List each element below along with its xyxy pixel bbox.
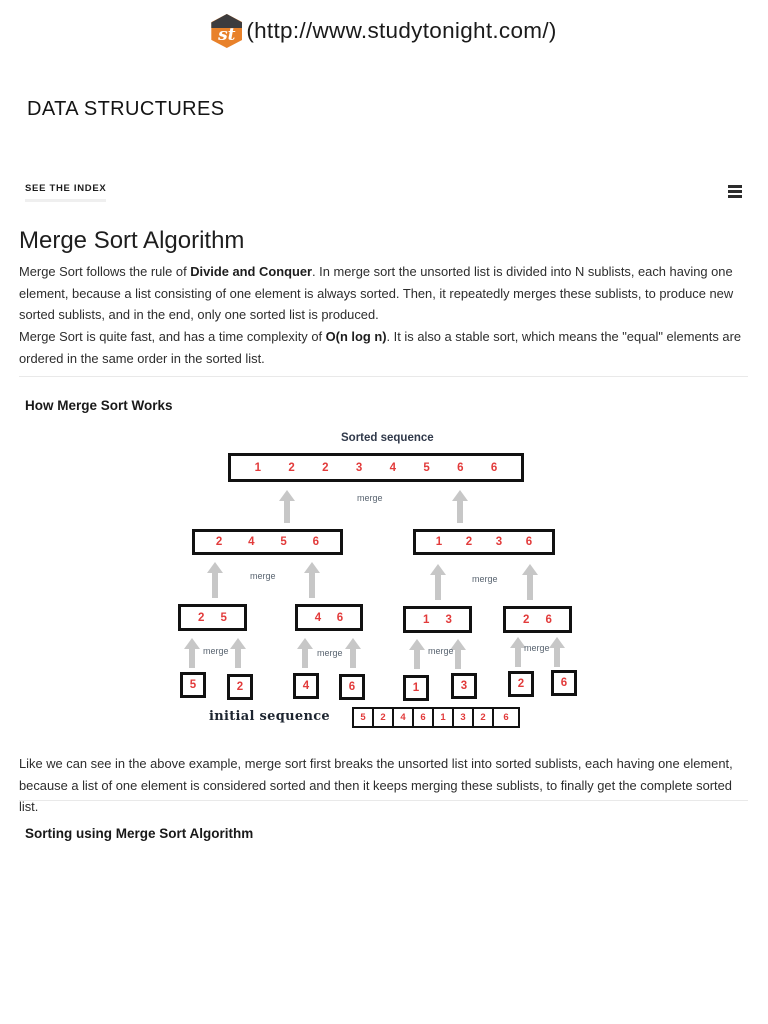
sorted-sequence-label: Sorted sequence bbox=[341, 432, 434, 444]
paragraph-text: Merge Sort is quite fast, and has a time… bbox=[19, 329, 326, 344]
sequence-value: 6 bbox=[490, 461, 498, 474]
sequence-value: 2 bbox=[465, 536, 473, 548]
up-arrow-icon bbox=[450, 639, 466, 669]
bold-term: O(n log n) bbox=[325, 329, 387, 344]
sequence-value: 4 bbox=[248, 536, 255, 548]
sequence-value: 6 bbox=[503, 712, 509, 723]
merge-label: merge bbox=[524, 643, 550, 653]
single-element-box: 1 bbox=[403, 675, 429, 701]
up-arrow-icon bbox=[510, 637, 526, 667]
sequence-value: 5 bbox=[423, 461, 430, 474]
sequence-value: 4 bbox=[394, 709, 414, 726]
merge-label: merge bbox=[357, 493, 383, 503]
single-element-box: 4 bbox=[293, 673, 319, 699]
single-element-box: 6 bbox=[339, 674, 365, 700]
sequence-value: 5 bbox=[220, 611, 227, 624]
sequence-value: 2 bbox=[215, 536, 223, 548]
studytonight-logo-icon: st bbox=[211, 14, 243, 48]
up-arrow-icon bbox=[304, 562, 320, 598]
merge-label: merge bbox=[250, 571, 276, 581]
single-element-box: 6 bbox=[551, 670, 577, 696]
divider bbox=[19, 800, 748, 801]
up-arrow-icon bbox=[345, 638, 361, 668]
sequence-value: 3 bbox=[454, 709, 474, 726]
page-title: Merge Sort Algorithm bbox=[19, 227, 245, 254]
up-arrow-icon bbox=[549, 637, 565, 667]
site-header[interactable]: st (http://www.studytonight.com/) bbox=[0, 14, 768, 48]
sequence-value: 2 bbox=[474, 709, 494, 726]
up-arrow-icon bbox=[452, 490, 468, 523]
sequence-value: 3 bbox=[495, 536, 503, 548]
sequence-value: 2 bbox=[198, 611, 205, 624]
sequence-value: 1 bbox=[434, 709, 454, 726]
level1-right-box: 1 2 3 6 bbox=[413, 529, 555, 555]
up-arrow-icon bbox=[522, 564, 538, 600]
sorted-sequence-box: 1 2 2 3 4 5 6 6 bbox=[228, 453, 524, 482]
level1-left-box: 2 4 5 6 bbox=[192, 529, 343, 555]
merge-label: merge bbox=[317, 648, 343, 658]
sequence-value: 6 bbox=[545, 613, 552, 626]
single-element-box: 3 bbox=[451, 673, 477, 699]
logo-monogram: st bbox=[218, 25, 236, 45]
up-arrow-icon bbox=[430, 564, 446, 600]
paragraph-summary: Like we can see in the above example, me… bbox=[19, 756, 733, 815]
up-arrow-icon bbox=[297, 638, 313, 668]
sequence-value: 1 bbox=[254, 461, 262, 474]
merge-label: merge bbox=[203, 646, 229, 656]
sequence-value: 1 bbox=[423, 613, 430, 626]
menu-icon[interactable] bbox=[728, 185, 742, 198]
merge-label: merge bbox=[472, 574, 498, 584]
up-arrow-icon bbox=[409, 639, 425, 669]
sequence-value: 2 bbox=[288, 461, 295, 474]
paragraph-text: . In merge sort the unsorted list is div… bbox=[19, 264, 734, 323]
sequence-value: 6 bbox=[336, 611, 344, 624]
sequence-value: 3 bbox=[445, 613, 452, 626]
bold-term: Divide and Conquer bbox=[190, 264, 313, 279]
sequence-value: 5 bbox=[354, 709, 374, 726]
toolbar: SEE THE INDEX bbox=[25, 183, 742, 202]
sequence-value: 3 bbox=[355, 461, 363, 474]
single-element-box: 5 bbox=[180, 672, 206, 698]
sequence-value: 4 bbox=[389, 461, 397, 474]
sequence-value: 4 bbox=[314, 611, 322, 624]
single-element-box: 2 bbox=[508, 671, 534, 697]
up-arrow-icon bbox=[230, 638, 246, 668]
paragraph-text: . It is also a stable sort, which means … bbox=[19, 329, 742, 366]
merge-label: merge bbox=[428, 646, 454, 656]
category-heading: DATA STRUCTURES bbox=[27, 98, 225, 120]
sequence-value: 6 bbox=[414, 709, 434, 726]
paragraph-text: Merge Sort follows the rule of bbox=[19, 264, 191, 279]
paragraph-intro: Merge Sort follows the rule of Divide an… bbox=[19, 261, 748, 326]
divider bbox=[19, 376, 748, 377]
sequence-value: 6 bbox=[525, 536, 533, 548]
sequence-value: 2 bbox=[374, 709, 394, 726]
sequence-value: 6 bbox=[457, 461, 464, 474]
sequence-value: 5 bbox=[280, 536, 287, 548]
see-the-index-link[interactable]: SEE THE INDEX bbox=[25, 183, 107, 202]
up-arrow-icon bbox=[279, 490, 295, 523]
section-heading-how-it-works: How Merge Sort Works bbox=[25, 398, 173, 413]
up-arrow-icon bbox=[207, 562, 223, 598]
sequence-value: 6 bbox=[312, 536, 320, 548]
sequence-value: 2 bbox=[322, 461, 329, 474]
single-element-box: 2 bbox=[227, 674, 253, 700]
site-url-link[interactable]: (http://www.studytonight.com/) bbox=[246, 18, 557, 43]
section-heading-sorting: Sorting using Merge Sort Algorithm bbox=[25, 826, 254, 841]
initial-sequence-label: initial sequence bbox=[209, 709, 330, 724]
paragraph-complexity: Merge Sort is quite fast, and has a time… bbox=[19, 326, 748, 369]
sequence-value: 1 bbox=[435, 536, 443, 548]
sequence-value: 2 bbox=[523, 613, 530, 626]
up-arrow-icon bbox=[184, 638, 200, 668]
